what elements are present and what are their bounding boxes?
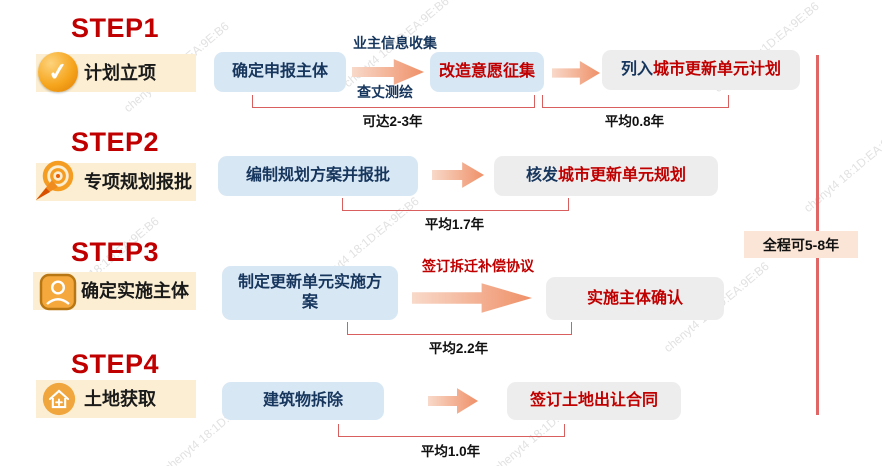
duration-bracket bbox=[347, 322, 572, 335]
step1-label: 计划立项 bbox=[84, 63, 156, 83]
overall-duration-label: 全程可5-8年 bbox=[744, 231, 858, 258]
duration-label-3: 平均2.2年 bbox=[428, 341, 489, 356]
box-formulate-implementation-plan: 制定更新单元实施方 案 bbox=[222, 266, 398, 320]
box-text-prefix: 列入 bbox=[620, 61, 653, 78]
duration-bracket bbox=[338, 424, 565, 437]
box-building-demolition: 建筑物拆除 bbox=[222, 382, 384, 420]
step4-label: 土地获取 bbox=[84, 389, 156, 409]
duration-bracket bbox=[542, 95, 729, 108]
box-confirm-applicant: 确定申报主体 bbox=[214, 52, 346, 92]
watermark-text: chenyt4 18:1D:EA:9E:B6 bbox=[801, 118, 882, 216]
arrow3-top-label: 签订拆迁补偿协议 bbox=[422, 258, 534, 274]
box-text-line2: 案 bbox=[301, 294, 318, 311]
duration-label-2: 平均1.7年 bbox=[424, 217, 485, 232]
box-prepare-plan-approval: 编制规划方案并报批 bbox=[218, 156, 418, 196]
box-text-suffix: 城市更新单元规划 bbox=[558, 167, 687, 184]
arrow-right-icon bbox=[552, 61, 600, 85]
box-listed-in-renewal-plan: 列入城市更新单元计划 bbox=[602, 50, 800, 90]
arrow-right-icon bbox=[428, 388, 478, 414]
step1-title: STEP1 bbox=[70, 13, 160, 43]
step4-title: STEP4 bbox=[70, 349, 160, 379]
duration-label-1b: 平均0.8年 bbox=[604, 114, 665, 129]
duration-label-4: 平均1.0年 bbox=[420, 444, 481, 459]
box-text-line1: 制定更新单元实施方 bbox=[237, 274, 382, 291]
arrow1-bottom-label: 查丈测绘 bbox=[357, 84, 413, 100]
step2-label: 专项规划报批 bbox=[84, 172, 192, 192]
duration-label-1a: 可达2-3年 bbox=[362, 114, 423, 129]
check-icon: ✓ bbox=[38, 52, 82, 96]
target-icon bbox=[32, 158, 76, 202]
box-renewal-willingness: 改造意愿征集 bbox=[430, 52, 544, 92]
house-icon bbox=[40, 380, 84, 424]
arrow-right-icon bbox=[412, 283, 532, 313]
box-implementation-subject-confirmed: 实施主体确认 bbox=[546, 277, 724, 320]
arrow-right-icon bbox=[432, 162, 484, 188]
box-text-suffix: 城市更新单元计划 bbox=[653, 61, 782, 78]
duration-bracket bbox=[252, 95, 535, 108]
box-sign-land-transfer-contract: 签订土地出让合同 bbox=[507, 382, 681, 420]
box-issue-renewal-unit-plan: 核发城市更新单元规划 bbox=[494, 156, 718, 196]
step3-label: 确定实施主体 bbox=[81, 281, 189, 301]
box-text-prefix: 核发 bbox=[525, 167, 558, 184]
step2-title: STEP2 bbox=[70, 127, 160, 157]
person-icon bbox=[38, 272, 82, 316]
step3-title: STEP3 bbox=[70, 237, 160, 267]
duration-bracket bbox=[342, 198, 569, 211]
arrow1-top-label: 业主信息收集 bbox=[353, 35, 437, 51]
